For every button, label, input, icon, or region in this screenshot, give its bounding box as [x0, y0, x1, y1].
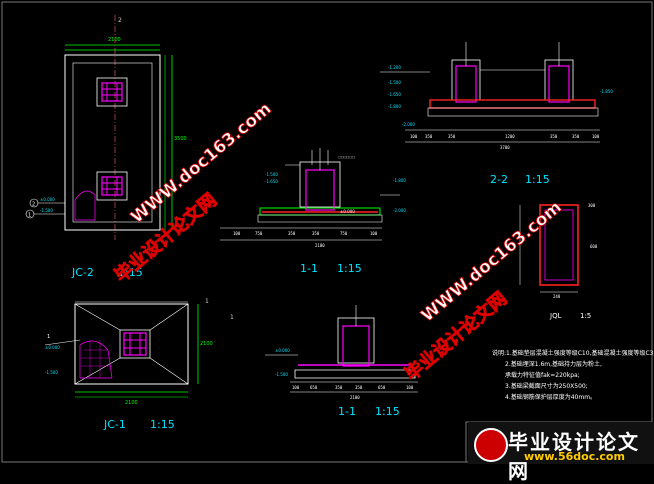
sec11-top-level-2: -1.650: [265, 179, 278, 184]
sec22-level-4: -1.800: [388, 104, 401, 109]
watermark-right: 毕业设计论文网 WWW.doc163.com: [400, 197, 566, 386]
sec22-level-3: -1.650: [388, 92, 401, 97]
sec11-top-level-3: -1.800: [393, 178, 406, 183]
jql-title: JQL: [549, 312, 562, 320]
jc2-scale: 1:15: [118, 266, 143, 279]
jc2-title: JC-2: [71, 266, 94, 279]
jc2-level-a: ±0.000: [40, 197, 55, 202]
sec22-level-5: -1.850: [600, 89, 613, 94]
jc1-level-a: ±0.000: [45, 345, 60, 350]
sec11-top-total: 2100: [315, 243, 325, 248]
jc1-pad-outline: [74, 303, 189, 385]
sec11-top-dim-5: 750: [340, 231, 348, 236]
note-line-1: 说明:1.基础垫层混凝土强度等级C10,基础混凝土强度等级C30;: [492, 349, 654, 357]
jql-dim-1: 300: [588, 203, 596, 208]
sec11-bottom-dim-5: 650: [378, 385, 386, 390]
jc2-plan: 2 2100 3500 2 1 ±0.: [25, 15, 187, 279]
sec22-dim-4: 1200: [505, 134, 515, 139]
jc1-right-dim: 2100: [200, 341, 213, 347]
jc2-circle-a: 2: [32, 202, 35, 208]
sec22-beam: [429, 99, 596, 109]
sec11-bottom-level-1: ±0.000: [275, 348, 290, 353]
sec22-dim-1: 100: [410, 134, 418, 139]
sec22-dim-5: 350: [550, 134, 558, 139]
sec11-bottom-dim-3: 350: [335, 385, 343, 390]
sec11-bottom-total: 2100: [350, 395, 360, 400]
jc2-circle-b: 1: [28, 213, 31, 219]
sec11-top-dim-2: 750: [255, 231, 263, 236]
sec22-level-6: -2.000: [402, 122, 415, 127]
note-line-2: 2.基础埋深1.6m,基础持力层为粉土,: [505, 360, 602, 368]
sec11-bottom-level-2: -1.500: [275, 372, 288, 377]
sec11-top-level-1: -1.500: [265, 172, 278, 177]
sec22-dim-2: 350: [425, 134, 433, 139]
jc2-pad-outline: [64, 54, 161, 231]
section-1-1-bottom: ±0.000 -1.500 100 650 350 350 650 100 21…: [265, 305, 418, 418]
site-logo-icon: [474, 428, 508, 462]
jql-width: 240: [553, 294, 561, 299]
sec11-top-dim-4: 350: [312, 231, 320, 236]
jc2-level-b: -1.500: [40, 208, 53, 213]
jc2-column-top: [96, 77, 128, 107]
jc2-top-dim: 2100: [108, 37, 121, 43]
note-line-3: 承载力特征值fak=220kpa;: [505, 371, 580, 379]
jql-outline: [539, 204, 579, 286]
sec22-level-2: -1.500: [388, 80, 401, 85]
sec11-top-dim-6: 100: [370, 231, 378, 236]
sec11-top-dim-3: 350: [288, 231, 296, 236]
jc1-level-b: -1.500: [45, 370, 58, 375]
jc2-axis-label: 2: [118, 17, 122, 24]
note-line-5: 4.基础钢筋保护层厚度为40mm。: [505, 393, 596, 401]
jc1-plan: 1 ±0.000 -1.500 2100 2100 1 1 JC-1 1:15: [44, 298, 234, 431]
cad-drawing: 2 2100 3500 2 1 ±0.: [1, 1, 654, 463]
sec22-dim-6: 350: [572, 134, 580, 139]
sec11-bottom-title: 1-1: [338, 405, 356, 418]
jql-detail: 300 600 240 JQL 1:5: [519, 203, 598, 320]
sec22-total: 3700: [500, 145, 510, 150]
sec11-top-mark: ±0.000: [340, 209, 355, 214]
sec22-level-1: -1.200: [388, 65, 401, 70]
section-2-2: -1.200 -1.500 -1.650 -1.800 -1.850 -2.00…: [380, 42, 613, 186]
sec22-dim-3: 350: [448, 134, 456, 139]
sec11-bottom-dim-4: 350: [355, 385, 363, 390]
jql-scale: 1:5: [580, 312, 591, 320]
sec11-top-note: □□□□□□: [338, 155, 355, 159]
sec11-top-scale: 1:15: [337, 262, 362, 275]
jc1-circle: 1: [47, 334, 50, 340]
sec11-top-title: 1-1: [300, 262, 318, 275]
jc1-scale: 1:15: [150, 418, 175, 431]
jc1-title: JC-1: [103, 418, 126, 431]
footer-url[interactable]: www.56doc.com: [524, 450, 625, 463]
section-1-1-top: -1.500 -1.650 □□□□□□ -1.800 -2.000 ±0.00…: [220, 148, 406, 275]
sec11-bottom-dim-1: 100: [292, 385, 300, 390]
jql-dim-2: 600: [590, 244, 598, 249]
sec22-dim-7: 100: [592, 134, 600, 139]
site-footer-banner: 毕业设计论文网 www.56doc.com: [468, 422, 654, 483]
sec22-title: 2-2: [490, 173, 508, 186]
jc2-column-bottom: [96, 171, 128, 201]
sec22-scale: 1:15: [525, 173, 550, 186]
sec11-top-level-4: -2.000: [393, 208, 406, 213]
sec11-bottom-dim-6: 100: [406, 385, 414, 390]
sec11-top-dim-1: 100: [233, 231, 241, 236]
notes-block: 说明:1.基础垫层混凝土强度等级C10,基础混凝土强度等级C30; 2.基础埋深…: [492, 349, 654, 401]
note-line-4: 3.基础梁截面尺寸为250X500;: [505, 382, 588, 390]
jc2-height-dim: 3500: [174, 136, 187, 142]
sec11-bottom-scale: 1:15: [375, 405, 400, 418]
watermark-left: 毕业设计论文网 WWW.doc163.com: [110, 98, 276, 287]
sec11-bottom-footing: [294, 369, 416, 379]
jc1-axis-a: 1: [205, 298, 209, 305]
jc1-bottom-dim: 2100: [125, 400, 138, 406]
drawing-frame: [1, 1, 653, 463]
sec11-bottom-dim-2: 650: [310, 385, 318, 390]
jc1-axis-b: 1: [230, 314, 234, 321]
